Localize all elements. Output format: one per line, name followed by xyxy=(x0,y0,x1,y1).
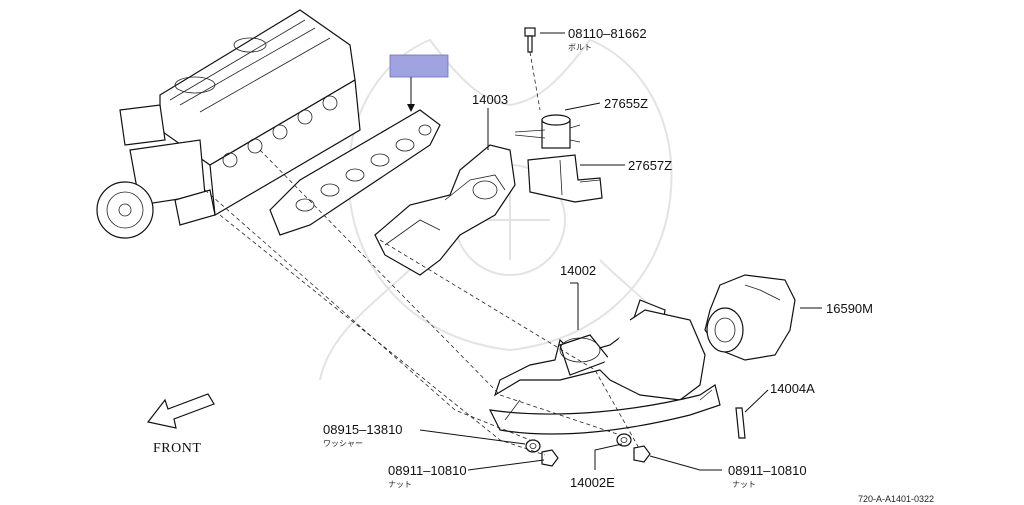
label-bolt-number: 08110–81662 xyxy=(568,26,647,41)
reference-code: 720-A-A1401-0322 xyxy=(858,494,934,504)
label-actuator-number: 27655Z xyxy=(604,96,648,111)
front-arrow xyxy=(146,393,215,429)
label-elbow-number: 16590M xyxy=(826,301,873,316)
washer-right xyxy=(616,433,632,447)
label-washer-number: 08915–13810 xyxy=(323,422,403,437)
front-label: FRONT xyxy=(153,441,201,456)
exhaust-manifold xyxy=(488,299,721,435)
label-bracket-number: 27657Z xyxy=(628,158,672,173)
label-stud-number: 14004A xyxy=(770,381,815,396)
mounting-bracket xyxy=(527,154,603,203)
bolt xyxy=(524,27,536,53)
washer xyxy=(525,439,541,453)
engine-block xyxy=(96,9,361,239)
highlight-marker xyxy=(389,54,449,78)
intake-manifold xyxy=(374,144,516,276)
exhaust-elbow xyxy=(704,274,796,361)
label-14002e-number: 14002E xyxy=(570,475,615,490)
label-exhaust-manifold-number: 14002 xyxy=(560,263,596,278)
label-nut-left-name: ナット xyxy=(388,480,412,489)
assembly-guides xyxy=(204,149,641,456)
label-nut-left-number: 08911–10810 xyxy=(388,463,467,478)
label-intake-manifold-number: 14003 xyxy=(472,92,508,107)
nut-right xyxy=(633,445,651,463)
label-bolt-name: ボルト xyxy=(568,43,592,52)
label-nut-right-number: 08911–10810 xyxy=(728,463,807,478)
nut-left xyxy=(541,449,559,467)
actuator-valve xyxy=(514,114,581,149)
stud-bolt xyxy=(735,407,746,439)
label-washer-name: ワッシャー xyxy=(323,439,363,448)
label-nut-right-name: ナット xyxy=(732,480,756,489)
